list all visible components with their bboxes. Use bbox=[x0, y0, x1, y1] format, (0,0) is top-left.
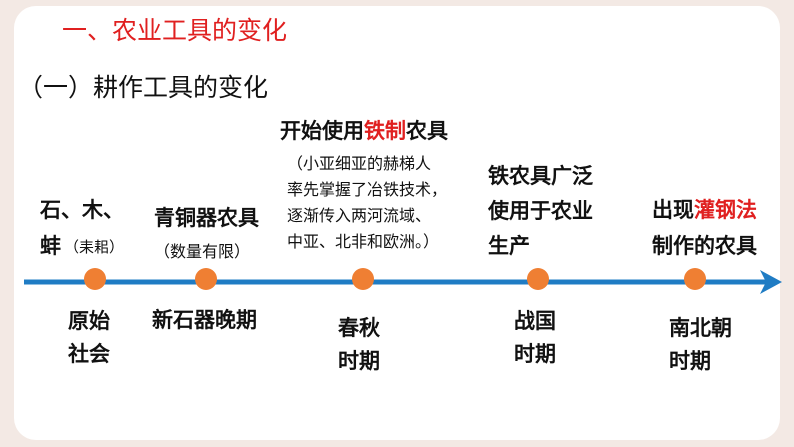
stage-3-note-line2: 率先掌握了冶铁技术， bbox=[287, 180, 448, 199]
stage-2-tool-line1: 青铜器农具 bbox=[154, 206, 259, 230]
stage-2-tool-note: （数量有限） bbox=[154, 242, 251, 261]
stage-3-note-line1: （小亚细亚的赫梯人 bbox=[287, 154, 432, 173]
stage-5-tool-line1: 出现灌钢法 bbox=[652, 200, 757, 221]
timeline-dot-warring-states bbox=[527, 268, 549, 290]
stage-4-period-line1: 战国 bbox=[514, 309, 556, 333]
stage-4-tool-line3: 生产 bbox=[488, 234, 530, 258]
timeline-dot-spring-autumn bbox=[352, 268, 374, 290]
timeline-dot-northern-southern bbox=[684, 268, 706, 290]
stage-3-tool-highlight: 铁制 bbox=[364, 119, 406, 143]
subsection-heading: （一）耕作工具的变化 bbox=[18, 73, 269, 102]
stage-3-note-line3: 逐渐传入两河流域、 bbox=[287, 206, 432, 225]
stage-4-period-line2: 时期 bbox=[514, 342, 556, 366]
stage-1-period-line1: 原始 bbox=[68, 309, 110, 333]
stage-1-period-line2: 社会 bbox=[68, 342, 110, 366]
stage-5-period-line2: 时期 bbox=[669, 349, 711, 373]
stage-5-tool-highlight: 灌钢法 bbox=[694, 198, 757, 222]
stage-4-tool-line1: 铁农具广泛 bbox=[488, 164, 593, 188]
stage-1-tool-line2: 蚌 bbox=[40, 234, 61, 258]
stage-3-tool-prefix: 开始使用 bbox=[280, 119, 364, 143]
timeline-dot-late-neolithic bbox=[195, 268, 217, 290]
stage-5-period-line1: 南北朝 bbox=[669, 316, 732, 340]
stage-5-tool-prefix: 出现 bbox=[652, 198, 694, 222]
stage-3-period-line2: 时期 bbox=[338, 349, 380, 373]
stage-1-tool-note: （耒耜） bbox=[64, 238, 125, 256]
section-heading: 一、农业工具的变化 bbox=[62, 16, 288, 45]
stage-4-tool-line2: 使用于农业 bbox=[488, 199, 593, 223]
stage-1-tool-line1: 石、木、 bbox=[40, 198, 124, 222]
stage-5-tool-line2: 制作的农具 bbox=[652, 234, 757, 258]
stage-3-period-line1: 春秋 bbox=[338, 316, 380, 340]
stage-3-tool-suffix: 农具 bbox=[406, 119, 448, 143]
timeline-arrow-head bbox=[760, 270, 782, 294]
stage-3-tool: 开始使用铁制农具 bbox=[280, 121, 448, 142]
timeline-dot-primitive bbox=[84, 268, 106, 290]
stage-2-period-line1: 新石器晚期 bbox=[152, 308, 257, 332]
stage-3-note-line4: 中亚、北非和欧洲。） bbox=[287, 232, 440, 251]
slide-card bbox=[14, 6, 780, 440]
